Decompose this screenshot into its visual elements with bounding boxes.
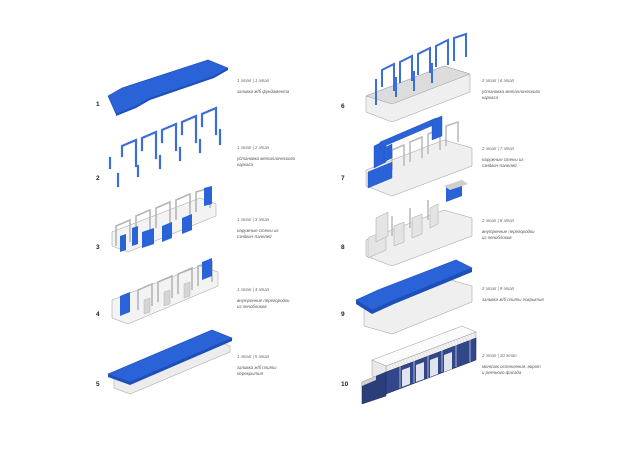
step-title-8: 2 этап | 8 этап xyxy=(482,218,515,224)
step-5-illustration xyxy=(107,329,233,395)
step-number-4: 4 xyxy=(96,311,100,318)
step-title-4: 1 этап | 4 этап xyxy=(237,287,270,293)
step-desc-10: монтаж остекления, ворот и реечного фаса… xyxy=(482,364,541,375)
step-caption-9: 2 этап | 9 этап заливка ж/б плиты покрыт… xyxy=(482,281,562,303)
step-desc-7: наружные стены из сэндвич-панелей xyxy=(482,157,524,168)
step-2-illustration xyxy=(108,106,222,188)
step-number-7: 7 xyxy=(341,175,345,182)
step-caption-2: 1 этап | 2 этап установка металлического… xyxy=(237,140,317,167)
step-desc-2: установка металлического каркаса xyxy=(237,156,296,167)
step-title-7: 2 этап | 7 этап xyxy=(482,146,515,152)
step-9-illustration xyxy=(355,259,473,335)
step-title-1: 1 этап | 1 этап xyxy=(237,78,270,84)
step-caption-10: 2 этап | 10 этап монтаж остекления, воро… xyxy=(482,348,562,375)
step-10-illustration xyxy=(361,325,477,405)
step-4-illustration xyxy=(111,258,219,325)
step-title-3: 1 этап | 3 этап xyxy=(237,217,270,223)
step-6-illustration xyxy=(365,32,471,123)
step-caption-7: 2 этап | 7 этап наружные стены из сэндви… xyxy=(482,141,562,168)
step-desc-1: заливка ж/б фундамента xyxy=(237,89,290,95)
step-number-10: 10 xyxy=(341,381,349,388)
step-3-illustration xyxy=(111,186,217,253)
step-desc-3: наружные стены из сэндвич-панелей xyxy=(237,228,279,239)
step-caption-8: 2 этап | 8 этап внутренние перегородки и… xyxy=(482,213,562,240)
step-caption-6: 2 этап | 6 этап установка металлического… xyxy=(482,73,562,100)
step-title-5: 1 этап | 5 этап xyxy=(237,354,270,360)
step-title-10: 2 этап | 10 этап xyxy=(482,353,517,359)
step-caption-1: 1 этап | 1 этап заливка ж/б фундамента xyxy=(237,73,317,95)
step-title-6: 2 этап | 6 этап xyxy=(482,78,515,84)
step-desc-6: установка металлического каркаса xyxy=(482,89,541,100)
step-desc-5: заливка ж/б плиты перекрытия xyxy=(237,365,277,376)
step-title-9: 2 этап | 9 этап xyxy=(482,286,515,292)
step-number-8: 8 xyxy=(341,244,345,251)
step-desc-8: внутренние перегородки из пеноблоков xyxy=(482,229,535,240)
step-8-illustration xyxy=(365,180,473,267)
step-7-illustration xyxy=(365,115,473,197)
step-desc-4: внутренние перегородки из пеноблоков xyxy=(237,298,290,309)
step-title-2: 1 этап | 2 этап xyxy=(237,145,270,151)
step-number-5: 5 xyxy=(96,381,100,388)
step-number-1: 1 xyxy=(96,101,100,108)
step-number-9: 9 xyxy=(341,311,345,318)
step-caption-4: 1 этап | 4 этап внутренние перегородки и… xyxy=(237,282,317,309)
step-1-illustration xyxy=(107,59,229,116)
step-caption-5: 1 этап | 5 этап заливка ж/б плиты перекр… xyxy=(237,349,317,376)
step-number-3: 3 xyxy=(96,244,100,251)
step-number-6: 6 xyxy=(341,103,345,110)
step-number-2: 2 xyxy=(96,175,100,182)
step-desc-9: заливка ж/б плиты покрытия xyxy=(482,297,544,303)
step-caption-3: 1 этап | 3 этап наружные стены из сэндви… xyxy=(237,212,317,239)
